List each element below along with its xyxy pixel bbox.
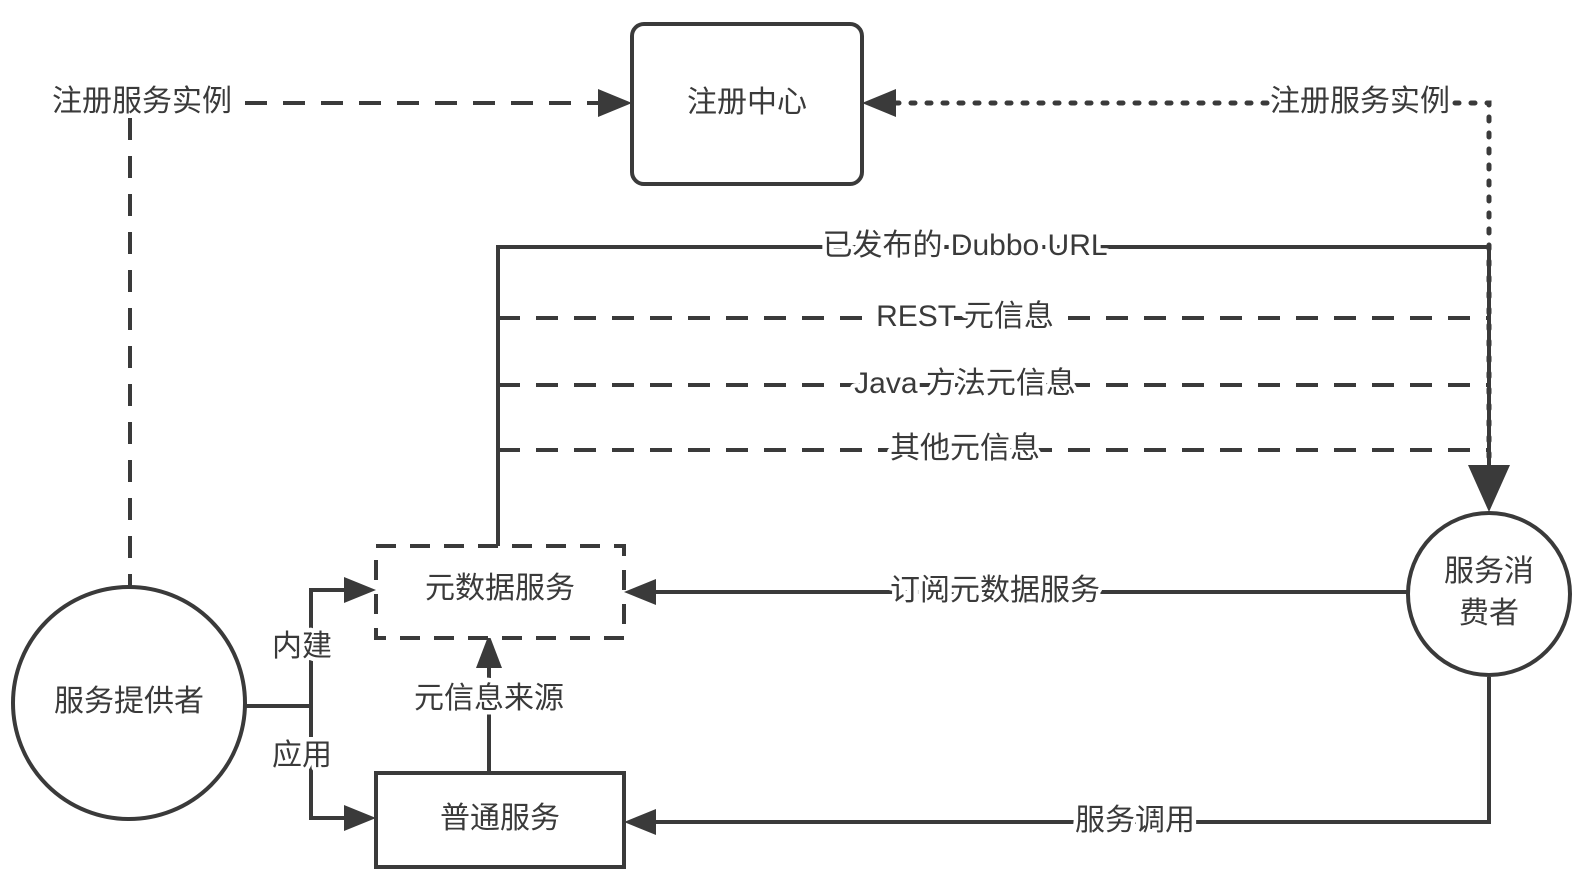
edge-label-metadata-source: 元信息来源 [414,682,564,715]
node-provider-label: 服务提供者 [54,685,204,718]
edge-builtin-path [309,588,348,706]
edge-provider-register-path [128,101,600,596]
edge-application: 应用 [268,706,376,831]
edge-published-dubbo-url-path [496,245,1491,546]
edge-label-java-method-metadata: Java 方法元信息 [854,367,1076,400]
edge-java-method-metadata: Java 方法元信息 [498,362,1489,404]
node-registry[interactable]: 注册中心 [630,22,864,186]
edge-label-rest-metadata: REST 元信息 [876,300,1054,333]
node-metadata-service-shape[interactable] [374,544,626,640]
node-consumer-label-line1: 服务消 [1444,555,1534,588]
arrowhead-application [344,805,376,831]
edge-other-metadata: 其他元信息 [498,427,1489,469]
edge-label-provider-register: 注册服务实例 [52,85,232,118]
edge-label-service-invocation: 服务调用 [1075,804,1195,837]
edge-rest-metadata: REST 元信息 [498,295,1489,337]
node-normal-service-shape[interactable] [374,771,626,869]
edge-builtin: 内建 [268,577,376,706]
arrowhead-subscribe-metadata-service [624,579,656,605]
node-consumer-shape[interactable] [1406,511,1572,677]
edge-provider-register: 注册服务实例 [48,80,632,596]
node-registry-label: 注册中心 [687,86,807,119]
arrowhead-builtin [344,577,376,603]
node-consumer-label-line2: 费者 [1459,597,1519,630]
arrowhead-consumer-register [862,89,896,117]
edge-consumer-register: 注册服务实例 [862,80,1492,508]
node-consumer[interactable]: 服务消 费者 [1406,511,1572,677]
edge-label-subscribe-metadata-service: 订阅元数据服务 [890,574,1100,607]
arrowhead-metadata-source [476,634,502,668]
node-metadata-service-label: 元数据服务 [425,572,575,605]
arrowhead-to-consumer [1468,465,1510,512]
node-registry-shape[interactable] [630,22,864,186]
edge-application-path [309,706,348,820]
node-metadata-service[interactable]: 元数据服务 [374,544,626,640]
arrowhead-provider-register [598,89,632,117]
edge-label-application: 应用 [272,739,332,772]
edge-label-other-metadata: 其他元信息 [890,432,1040,465]
edge-label-consumer-register: 注册服务实例 [1270,85,1450,118]
edge-label-builtin: 内建 [272,630,332,663]
edge-subscribe-metadata-service: 订阅元数据服务 [624,569,1408,611]
edge-label-published-dubbo-url: 已发布的 Dubbo URL [822,229,1107,262]
node-normal-service-label: 普通服务 [440,802,560,835]
node-provider[interactable]: 服务提供者 [11,585,247,821]
edge-metadata-source: 元信息来源 [410,634,569,773]
edge-service-invocation: 服务调用 [624,677,1491,841]
edge-published-dubbo-url: 已发布的 Dubbo URL [496,224,1510,546]
node-provider-shape[interactable] [11,585,247,821]
edge-service-invocation-path [652,677,1491,824]
arrowhead-service-invocation [624,809,656,835]
node-normal-service[interactable]: 普通服务 [374,771,626,869]
